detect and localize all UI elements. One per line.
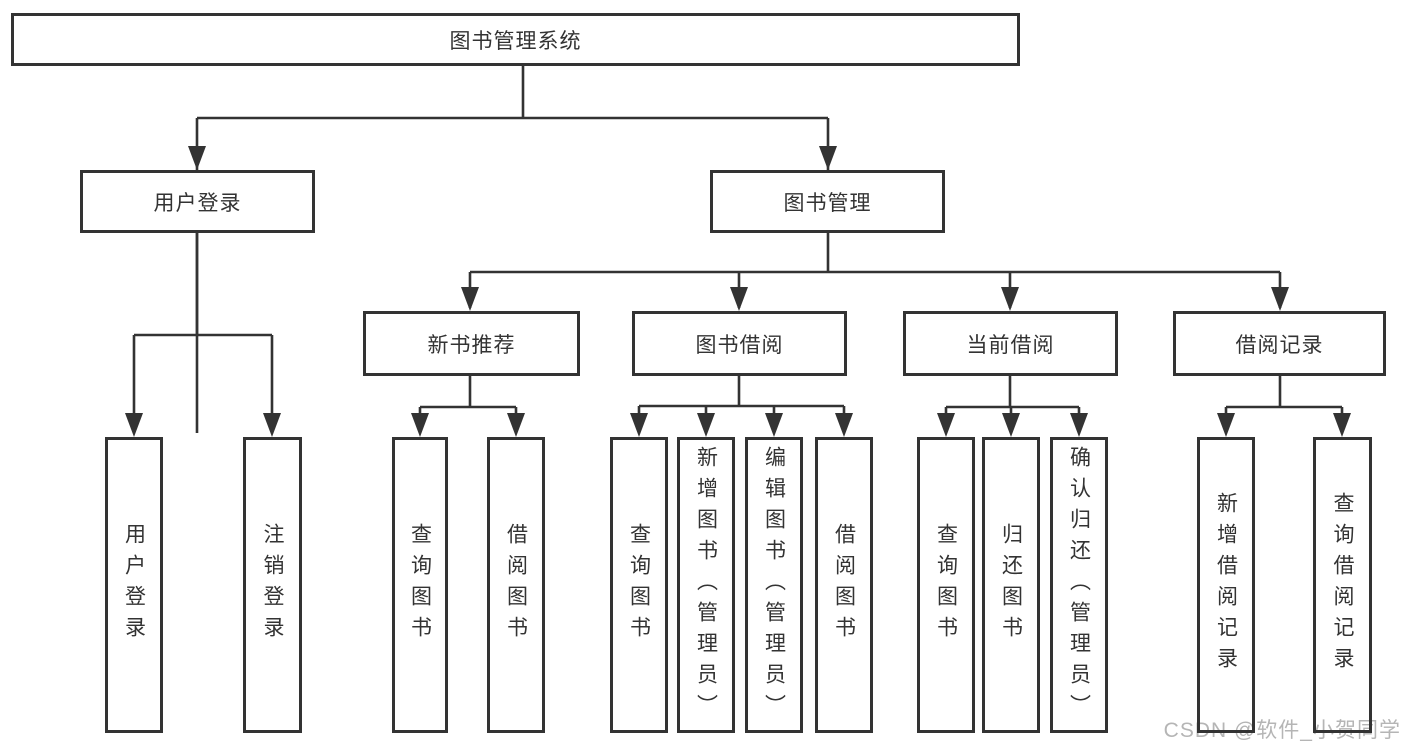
leaf-cb-confirm-return-admin: 确认归还（管理员） [1050, 437, 1108, 733]
csdn-watermark: CSDN @软件_小贺同学 [1163, 719, 1401, 742]
leaf-cb-return-books: 归还图书 [982, 437, 1040, 733]
node-label: 确认归还（管理员） [1067, 445, 1091, 725]
node-label: 新增借阅记录 [1214, 492, 1238, 678]
leaf-br-query-record: 查询借阅记录 [1313, 437, 1372, 733]
node-label: 新书推荐 [427, 333, 516, 357]
connector-paths [195, 66, 830, 433]
leaf-bb-edit-books-admin: 编辑图书（管理员） [745, 437, 803, 733]
leaf-bb-query-books: 查询图书 [610, 437, 668, 733]
node-label: 用户登录 [153, 191, 242, 215]
node-label: 查询图书 [408, 523, 432, 647]
node-label: 查询图书 [934, 523, 958, 647]
leaf-logout: 注销登录 [243, 437, 302, 733]
node-label: 借阅图书 [832, 523, 856, 647]
node-label: 用户登录 [122, 523, 146, 647]
node-borrow-records: 借阅记录 [1173, 311, 1386, 376]
leaf-bb-add-books-admin: 新增图书（管理员） [677, 437, 735, 733]
leaf-bb-borrow-books: 借阅图书 [815, 437, 873, 733]
node-label: 归还图书 [999, 523, 1023, 647]
node-new-book-recommend: 新书推荐 [363, 311, 580, 376]
node-label: 图书管理 [783, 191, 872, 215]
leaf-cb-query-books: 查询图书 [917, 437, 975, 733]
node-label: 借阅记录 [1235, 333, 1324, 357]
node-book-management: 图书管理 [710, 170, 945, 233]
node-label: 注销登录 [261, 523, 284, 647]
leaf-nb-query-books: 查询图书 [392, 437, 448, 733]
leaf-br-add-record: 新增借阅记录 [1197, 437, 1255, 733]
node-label: 当前借阅 [966, 333, 1055, 357]
node-user-login: 用户登录 [80, 170, 315, 233]
leaf-nb-borrow-books: 借阅图书 [487, 437, 545, 733]
node-label: 编辑图书（管理员） [762, 445, 786, 725]
node-book-borrow: 图书借阅 [632, 311, 847, 376]
node-label: 借阅图书 [504, 523, 528, 647]
arrowheads [125, 146, 1351, 437]
node-label: 查询图书 [627, 523, 651, 647]
node-library-management-system: 图书管理系统 [11, 13, 1020, 66]
leaf-user-login: 用户登录 [105, 437, 163, 733]
node-label: 图书借阅 [695, 333, 784, 357]
node-label: 查询借阅记录 [1331, 492, 1354, 678]
node-label: 新增图书（管理员） [694, 445, 718, 725]
node-current-borrow: 当前借阅 [903, 311, 1118, 376]
node-label: 图书管理系统 [449, 29, 582, 53]
